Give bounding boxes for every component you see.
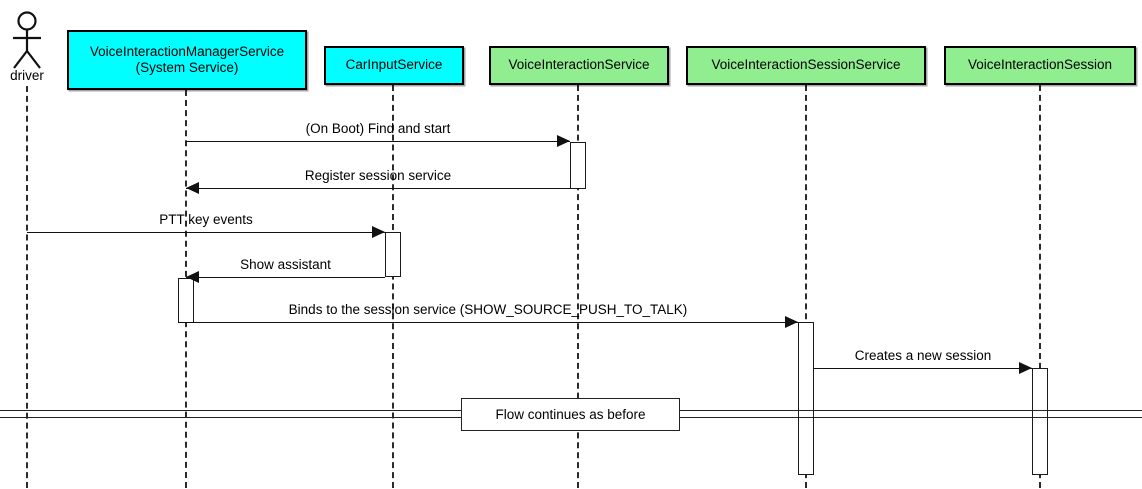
participant-label-vims: VoiceInteractionManagerService(System Se… xyxy=(89,43,285,75)
delay-line-right-0 xyxy=(680,410,1142,411)
message-line-m1 xyxy=(186,141,570,142)
arrow-head-m6 xyxy=(1019,362,1032,375)
delay-note-box: Flow continues as before xyxy=(461,398,680,431)
message-label-m3: PTT key events xyxy=(159,212,253,227)
lifeline-driver xyxy=(26,86,28,488)
message-line-m4 xyxy=(186,277,385,278)
participant-label-vis: VoiceInteractionService xyxy=(508,57,650,73)
arrow-head-m2 xyxy=(186,182,199,195)
actor-driver xyxy=(5,10,49,70)
message-label-m6: Creates a new session xyxy=(854,348,992,363)
lifeline-vis xyxy=(577,85,579,488)
activation-bar-vis xyxy=(570,142,586,189)
participant-box-carinput[interactable]: CarInputService xyxy=(324,46,464,85)
message-line-m2 xyxy=(186,188,570,189)
message-line-m6 xyxy=(814,368,1032,369)
arrow-head-m4 xyxy=(186,271,199,284)
message-label-m5: Binds to the session service (SHOW_SOURC… xyxy=(288,302,688,317)
participant-label-session: VoiceInteractionSession xyxy=(967,57,1113,73)
message-line-m3 xyxy=(27,232,385,233)
actor-label-driver: driver xyxy=(10,68,44,83)
activation-bar-viss xyxy=(798,322,814,475)
arrow-head-m5 xyxy=(785,316,798,329)
lifeline-carinput xyxy=(392,85,394,488)
activation-bar-carinput xyxy=(385,232,401,277)
participant-label-carinput: CarInputService xyxy=(345,57,443,73)
participant-box-vis[interactable]: VoiceInteractionService xyxy=(489,46,669,85)
arrow-head-m1 xyxy=(557,135,570,148)
delay-line-right-1 xyxy=(680,417,1142,418)
message-line-m5 xyxy=(178,322,798,323)
participant-box-viss[interactable]: VoiceInteractionSessionService xyxy=(686,46,926,85)
lifeline-session xyxy=(1039,85,1041,488)
message-label-m2: Register session service xyxy=(304,168,452,183)
activation-bar-session xyxy=(1032,368,1048,475)
participant-label-viss: VoiceInteractionSessionService xyxy=(711,57,901,73)
message-label-m1: (On Boot) Find and start xyxy=(305,121,451,136)
delay-line-left-0 xyxy=(0,410,461,411)
actor-stick-figure-icon xyxy=(13,11,41,69)
participant-box-vims[interactable]: VoiceInteractionManagerService(System Se… xyxy=(67,30,307,90)
participant-box-session[interactable]: VoiceInteractionSession xyxy=(944,46,1136,85)
delay-note-label: Flow continues as before xyxy=(495,407,646,422)
arrow-head-m3 xyxy=(372,226,385,239)
message-label-m4: Show assistant xyxy=(240,257,331,272)
lifeline-viss xyxy=(805,85,807,488)
delay-line-left-1 xyxy=(0,417,461,418)
